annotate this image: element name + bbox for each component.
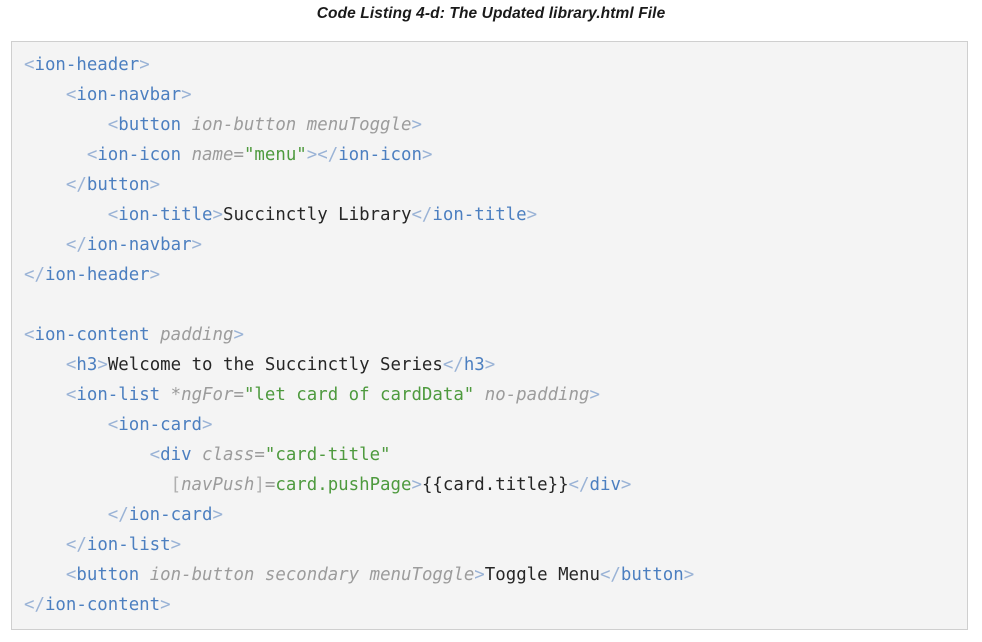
code-block: <ion-header> <ion-navbar> <button ion-bu… [11, 41, 968, 630]
code-line: </ion-header> [24, 265, 161, 285]
code-line: <div class="card-title" [149, 445, 391, 465]
code-line: </ion-list> [65, 535, 182, 555]
code-line: <button ion-button menuToggle> [107, 115, 422, 135]
code-line: </ion-card> [107, 505, 223, 525]
page-title: Code Listing 4-d: The Updated library.ht… [316, 5, 666, 22]
code-line: <h3>Welcome to the Succinctly Series</h3… [65, 355, 496, 375]
code-line: <ion-title>Succinctly Library</ion-title… [107, 205, 538, 225]
code-line: <ion-content padding> [24, 325, 244, 345]
code-line: [navPush]=card.pushPage>{{card.title}}</… [170, 475, 632, 495]
code-line: <button ion-button secondary menuToggle>… [65, 565, 695, 585]
code-line: </button> [65, 175, 161, 195]
code-line: <ion-navbar> [65, 85, 192, 105]
code-line [24, 290, 967, 320]
code-line: <ion-icon name="menu"></ion-icon> [86, 145, 433, 165]
code-line: <ion-header> [24, 55, 150, 75]
code-line: <ion-card> [107, 415, 213, 435]
code-line: <ion-list *ngFor="let card of cardData" … [65, 385, 600, 405]
code-line: </ion-content> [24, 595, 171, 615]
code-lines-container: <ion-header> <ion-navbar> <button ion-bu… [24, 50, 967, 629]
code-line: </ion-navbar> [65, 235, 203, 255]
